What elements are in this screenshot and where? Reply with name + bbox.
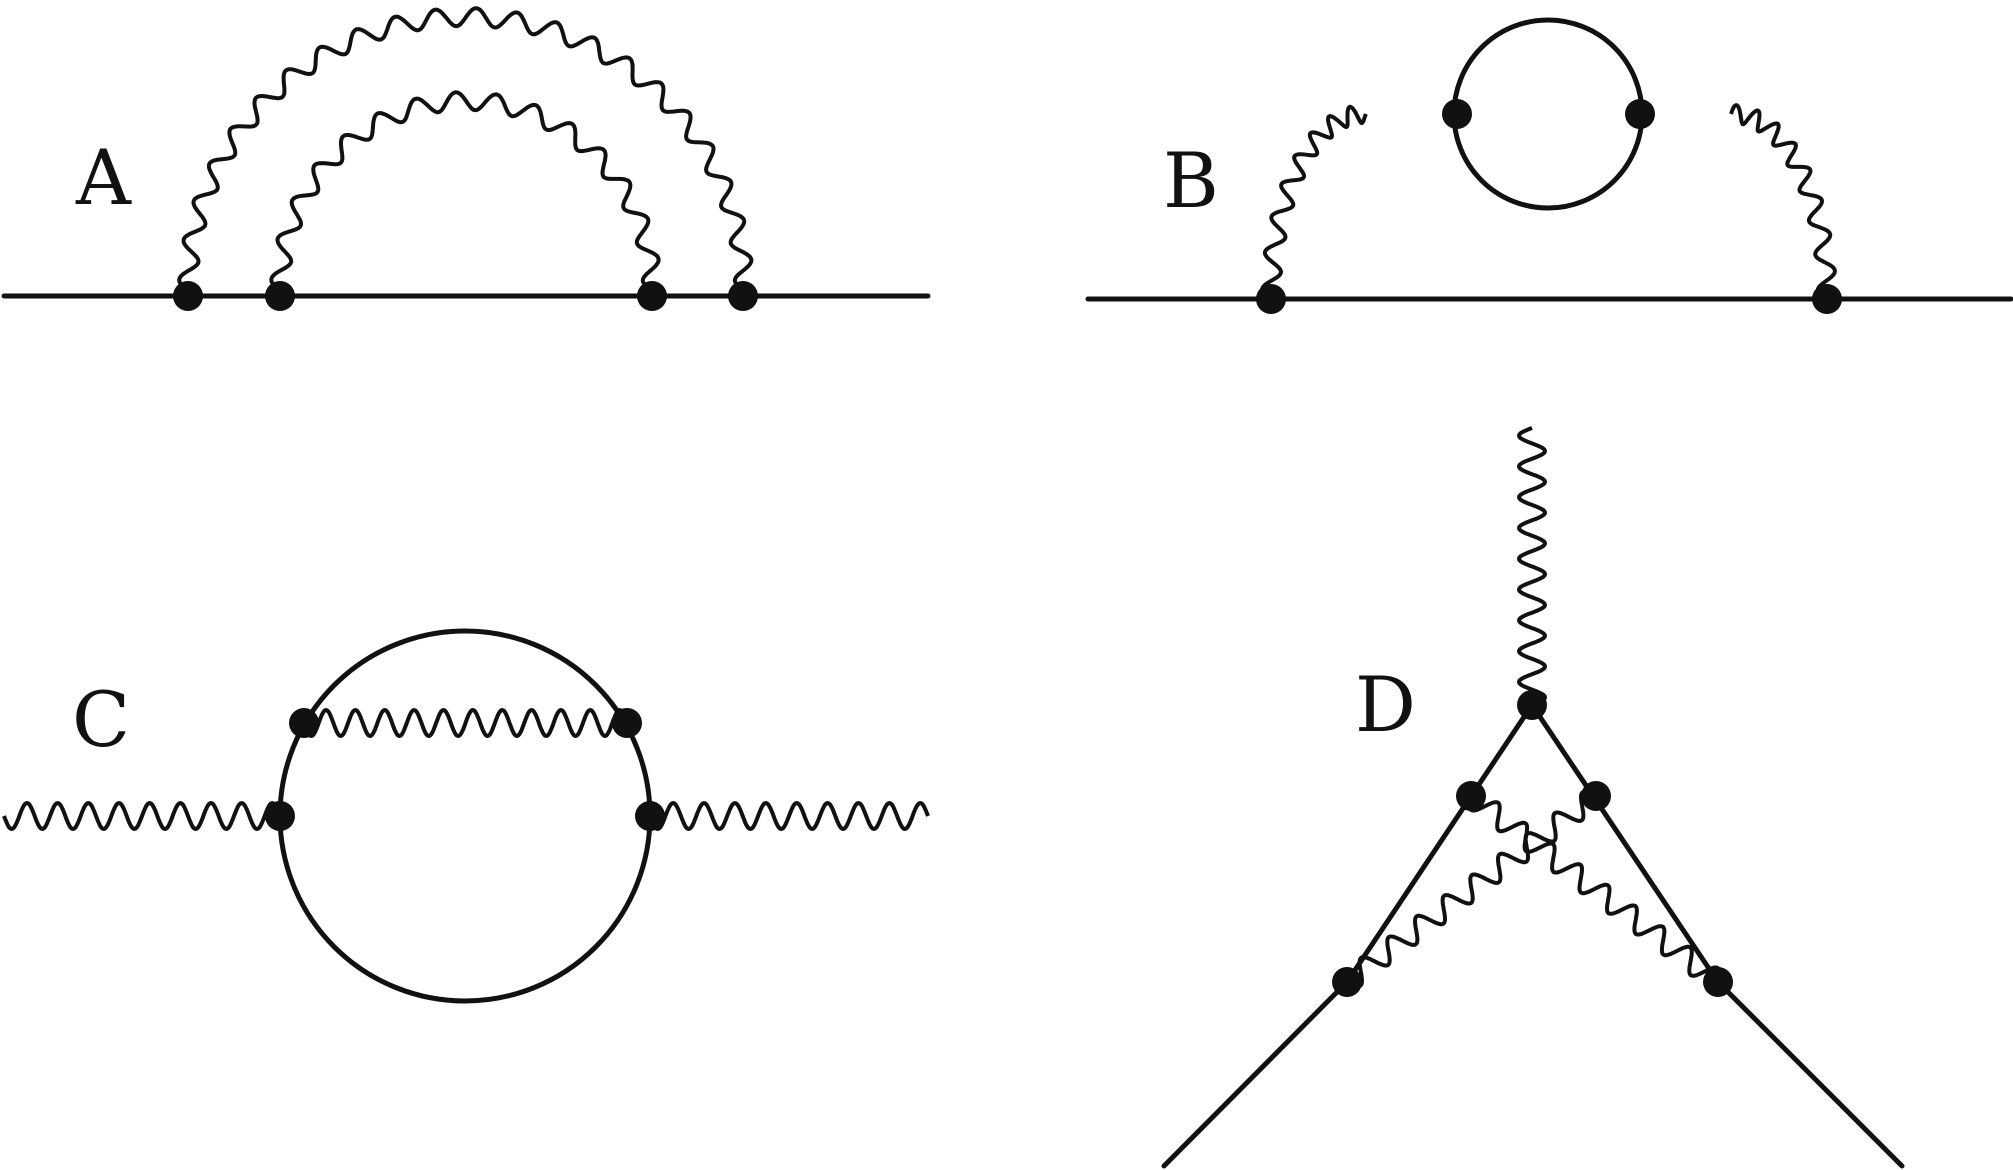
vertex-c-2 [635,801,665,831]
vertex-a-3 [637,281,667,311]
fermion-line-d-left-outer [1161,979,1350,1169]
panel-label-a: A [75,133,132,222]
vertex-d-top [1517,690,1547,720]
vertex-d-left-upper [1456,781,1486,811]
vertex-c-1 [265,801,295,831]
fermion-line-d-right-outer [1715,979,1905,1169]
photon-arc-outer-a [177,6,754,292]
panel-label-b: B [1163,136,1219,225]
vertex-b-4 [1625,99,1655,129]
photon-arc-inner-a [269,90,661,292]
vertex-a-1 [173,281,203,311]
internal-photon-d-1 [1346,789,1597,989]
panel-d: D [1161,426,1905,1169]
fermion-loop-c [277,628,653,1004]
internal-photon-c [302,708,629,738]
external-photon-right-c [648,801,930,831]
fermion-line-d-right [1529,702,1721,985]
vertex-d-right-lower [1703,967,1733,997]
vertex-d-right-upper [1581,781,1611,811]
panel-c: C [2,628,930,1004]
panel-a: A [1,6,931,311]
vertex-c-4 [612,708,642,738]
photon-arc-left-b [1260,104,1368,301]
vertex-d-left-lower [1332,967,1362,997]
vertex-b-3 [1442,99,1472,129]
vertex-b-2 [1812,284,1842,314]
external-photon-d [1517,426,1547,707]
vertex-a-4 [728,281,758,311]
panel-label-d: D [1355,660,1416,749]
fermion-line-d-left [1344,702,1535,985]
panel-label-c: C [72,675,130,764]
photon-arc-right-b [1729,103,1837,301]
panel-b: B [1085,17,2013,314]
vertex-c-3 [289,708,319,738]
external-photon-left-c [2,801,282,831]
vertex-a-2 [265,281,295,311]
internal-photon-d-2 [1467,795,1722,983]
vertex-b-1 [1256,284,1286,314]
fermion-loop-b [1451,17,1645,211]
